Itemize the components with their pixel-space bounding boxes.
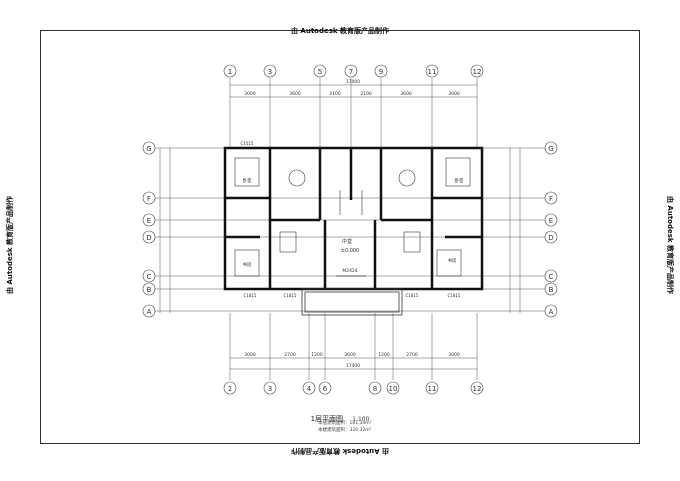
svg-text:3000: 3000: [244, 91, 256, 97]
drawing-caption: 1层平面图 1:100: [0, 406, 680, 425]
svg-text:F: F: [549, 195, 553, 203]
axis-top-7: 7: [349, 68, 353, 76]
watermark-top: 由 Autodesk 教育版产品制作: [290, 27, 389, 35]
svg-text:F: F: [147, 195, 151, 203]
axis-top-1: 1: [228, 68, 232, 76]
axis-top-12: 12: [473, 68, 482, 76]
svg-text:C1815: C1815: [448, 293, 461, 298]
svg-text:3600: 3600: [289, 91, 301, 97]
svg-text:书房: 书房: [448, 257, 457, 264]
svg-text:卧室: 卧室: [455, 177, 464, 184]
axis-top-3: 3: [268, 68, 272, 76]
svg-text:C1815: C1815: [284, 293, 297, 298]
svg-text:卧室: 卧室: [243, 177, 252, 184]
svg-text:C1815: C1815: [406, 293, 419, 298]
svg-text:A: A: [549, 308, 554, 316]
svg-text:3600: 3600: [400, 91, 412, 97]
svg-text:E: E: [549, 217, 553, 225]
svg-text:1200: 1200: [311, 352, 323, 358]
svg-text:2700: 2700: [406, 352, 418, 358]
svg-text:中堂: 中堂: [342, 238, 352, 245]
svg-text:A: A: [147, 308, 152, 316]
drawing-title: 1层平面图: [310, 415, 344, 423]
svg-text:G: G: [146, 145, 151, 153]
svg-text:10: 10: [389, 385, 398, 393]
svg-text:B: B: [549, 286, 554, 294]
svg-text:±0.000: ±0.000: [341, 248, 360, 254]
svg-text:12: 12: [473, 385, 482, 393]
total-area: 本楼建筑面积：320.32m²: [318, 428, 372, 433]
svg-text:8: 8: [373, 385, 377, 393]
svg-text:2100: 2100: [360, 91, 372, 97]
svg-text:1: 1: [228, 385, 232, 393]
svg-text:3600: 3600: [344, 352, 356, 358]
svg-text:4: 4: [307, 385, 312, 393]
svg-text:C1515: C1515: [241, 141, 254, 146]
svg-text:2700: 2700: [284, 352, 296, 358]
svg-text:M2424: M2424: [342, 268, 357, 274]
area-notes: 本层建筑面积：181.34m² 本楼建筑面积：320.32m²: [318, 420, 371, 434]
svg-text:书房: 书房: [243, 261, 252, 268]
svg-text:3: 3: [268, 385, 272, 393]
svg-text:6: 6: [323, 385, 328, 393]
svg-text:3000: 3000: [244, 352, 256, 358]
axis-top-5: 5: [318, 68, 322, 76]
svg-text:3000: 3000: [448, 352, 460, 358]
svg-text:G: G: [548, 145, 553, 153]
svg-text:17400: 17400: [346, 363, 360, 369]
svg-text:3000: 3000: [448, 91, 460, 97]
svg-text:17400: 17400: [346, 79, 360, 85]
svg-text:11: 11: [428, 385, 437, 393]
axis-top-9: 9: [379, 68, 383, 76]
svg-text:C: C: [549, 273, 554, 281]
svg-text:D: D: [146, 234, 151, 242]
svg-text:2100: 2100: [329, 91, 341, 97]
svg-text:C: C: [147, 273, 152, 281]
svg-text:D: D: [548, 234, 553, 242]
svg-text:1200: 1200: [378, 352, 390, 358]
floor-area: 本层建筑面积：181.34m²: [318, 421, 372, 426]
drawing-scale: 1:100: [352, 416, 370, 423]
svg-text:E: E: [147, 217, 151, 225]
axis-top-11: 11: [428, 68, 437, 76]
svg-text:C1815: C1815: [244, 293, 257, 298]
svg-text:B: B: [147, 286, 152, 294]
drawing-border: [40, 30, 640, 444]
